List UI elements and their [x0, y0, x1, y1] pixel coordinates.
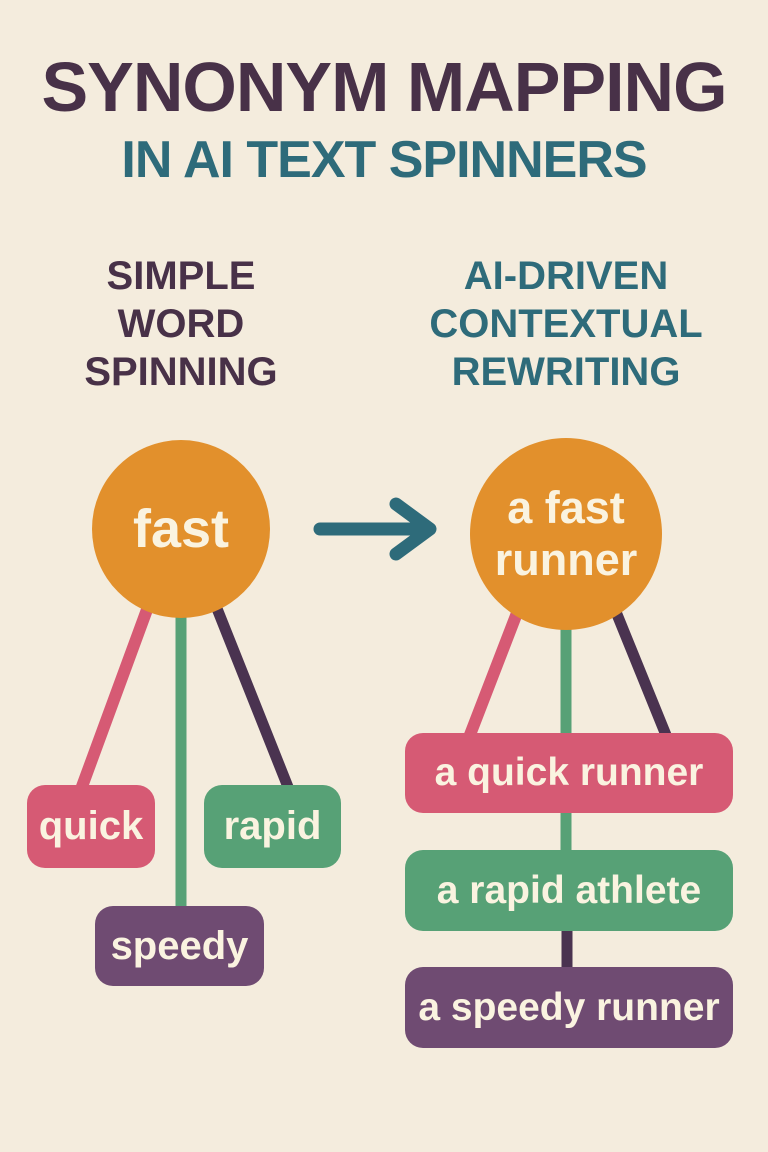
main-title: SYNONYM MAPPING	[41, 48, 727, 126]
connector-runner-diagonal	[606, 596, 674, 746]
left-header-line: SIMPLE	[106, 254, 256, 298]
box-quick: quick	[27, 785, 155, 868]
right-header-line: REWRITING	[451, 350, 681, 394]
root-node-a-fast-runner: a fast runner	[470, 438, 662, 630]
right-header-line: CONTEXTUAL	[429, 302, 703, 346]
subtitle: IN AI TEXT SPINNERS	[121, 131, 647, 189]
box-speedy: speedy	[95, 906, 264, 986]
box-a-quick-runner-label: a quick runner	[434, 751, 704, 794]
box-quick-label: quick	[38, 804, 144, 848]
box-a-rapid-athlete: a rapid athlete	[405, 850, 733, 931]
box-rapid-label: rapid	[223, 804, 322, 848]
left-header-line: WORD	[117, 302, 245, 346]
connector-fast-rapid	[206, 590, 296, 798]
right-column-header: AI-DRIVEN CONTEXTUAL REWRITING	[396, 252, 736, 396]
box-a-speedy-runner-label: a speedy runner	[418, 985, 720, 1029]
left-header-line: SPINNING	[84, 350, 278, 394]
box-a-speedy-runner: a speedy runner	[405, 967, 733, 1048]
connector-runner-quick	[462, 594, 528, 746]
box-rapid: rapid	[204, 785, 341, 868]
root-node-a-fast-runner-label: a fast runner	[494, 482, 638, 585]
right-header-line: AI-DRIVEN	[463, 254, 669, 298]
box-a-quick-runner: a quick runner	[405, 733, 733, 813]
box-a-rapid-athlete-label: a rapid athlete	[436, 868, 702, 912]
connector-fast-quick	[74, 590, 158, 798]
left-column-header: SIMPLE WORD SPINNING	[0, 252, 362, 396]
box-speedy-label: speedy	[110, 923, 249, 968]
root-node-fast: fast	[92, 440, 270, 618]
root-node-fast-label: fast	[132, 499, 230, 559]
